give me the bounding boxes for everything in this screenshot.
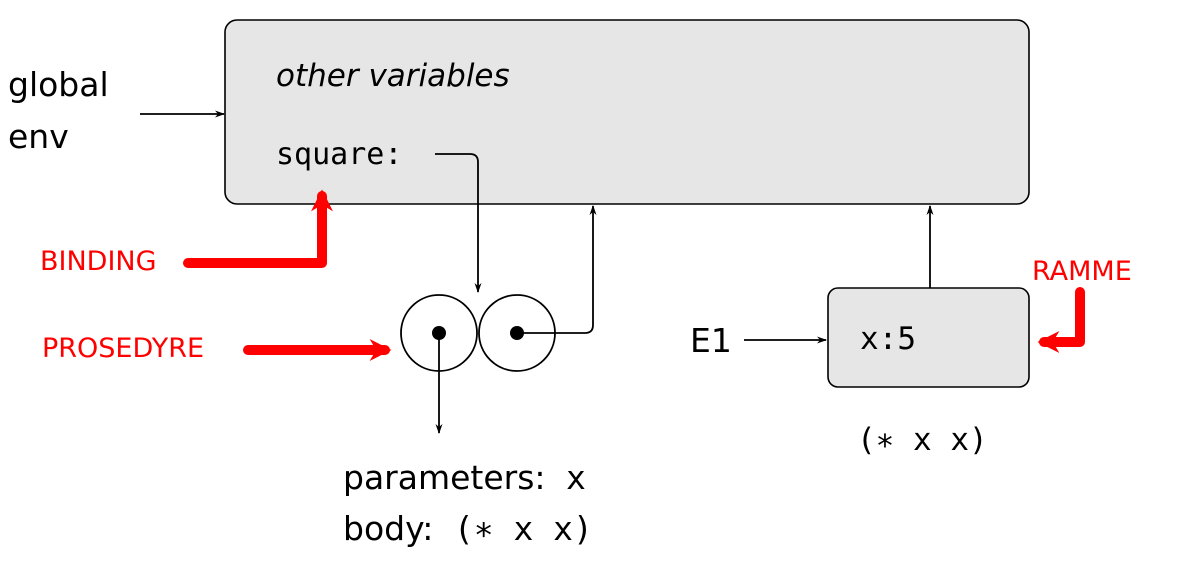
frame-e1-box	[827, 287, 1030, 388]
other-variables-text: other variables	[276, 58, 510, 94]
procedure-annotation-label: PROSEDYRE	[42, 333, 204, 364]
procedure-env-pointer-arrow	[517, 205, 597, 334]
frame-e1-expression: (∗ x x)	[857, 422, 988, 458]
frame-e1-label: E1	[690, 321, 732, 360]
frame-e1-binding: x:5	[860, 321, 916, 357]
binding-annotation-arrow	[183, 189, 333, 268]
square-binding-name: square:	[276, 137, 402, 172]
parameters-value: x	[566, 458, 586, 497]
global-env-frame	[224, 19, 1030, 205]
body-line: body: (∗ x x)	[343, 509, 593, 548]
global-env-label-line1: global	[8, 65, 109, 104]
body-label: body:	[343, 509, 433, 548]
parameters-label: parameters:	[343, 458, 546, 497]
body-value: (∗ x x)	[454, 509, 593, 548]
frame-annotation-label: RAMME	[1032, 256, 1132, 287]
square-to-procedure-arrow	[435, 153, 482, 293]
binding-annotation-label: BINDING	[40, 246, 157, 277]
global-env-label-line2: env	[8, 117, 69, 156]
frame-annotation-arrow	[1037, 287, 1085, 353]
parameters-line: parameters: x	[343, 458, 586, 497]
